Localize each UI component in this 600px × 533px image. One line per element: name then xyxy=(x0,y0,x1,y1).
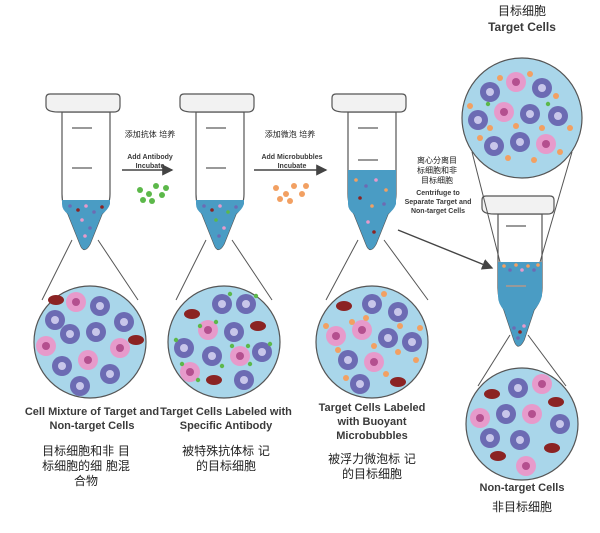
target-title-cn: 目标细胞 xyxy=(497,4,546,18)
zoom-circle-microbubble xyxy=(315,285,429,399)
zoom-circle-non-target-cells xyxy=(465,367,579,481)
label3-en: Target Cells Labeled with Buoyant Microb… xyxy=(318,402,426,442)
zoom-lines-4 xyxy=(471,151,573,387)
target-title-en: Target Cells xyxy=(488,20,556,34)
step3-en: Centrifuge to Separate Target and Non-ta… xyxy=(404,190,472,215)
label1-cn: 目标细胞和非 目标细胞的细 胞混合物 xyxy=(42,444,130,488)
step2-en: Add Microbubbles Incubate xyxy=(261,154,323,170)
microbubble-dots xyxy=(273,183,309,204)
tube-1 xyxy=(45,93,121,251)
label2-en: Target Cells Labeled with Specific Antib… xyxy=(160,406,292,432)
zoom-circle-antibody xyxy=(167,285,281,399)
label2-cn: 被特殊抗体标 记的目标细胞 xyxy=(182,444,270,473)
step2-cn: 添加微泡 培养 xyxy=(264,130,316,139)
zoom-lines-3 xyxy=(325,239,429,301)
step1-en: Add Antibody Incubate xyxy=(127,154,173,170)
label4-en: Non-target Cells xyxy=(479,482,565,494)
label3-cn: 被浮力微泡标 记的目标细胞 xyxy=(328,452,416,481)
tube-3 xyxy=(331,93,407,251)
label4-cn: 非目标细胞 xyxy=(491,500,552,514)
label1-en: Cell Mixture of Target and Non-target Ce… xyxy=(24,406,160,432)
step3-cn: 离心分离目 标细胞和非 目标细胞 xyxy=(417,156,457,185)
tube-2 xyxy=(179,93,255,251)
zoom-lines-1 xyxy=(41,239,139,301)
antibody-dots xyxy=(137,183,169,204)
zoom-circle-mixture xyxy=(33,285,147,399)
step1-cn: 添加抗体 培养 xyxy=(124,130,176,139)
step-arrows xyxy=(122,164,494,270)
tube-4 xyxy=(481,195,555,347)
zoom-circle-target-cells xyxy=(461,57,583,179)
zoom-lines-2 xyxy=(175,239,273,301)
